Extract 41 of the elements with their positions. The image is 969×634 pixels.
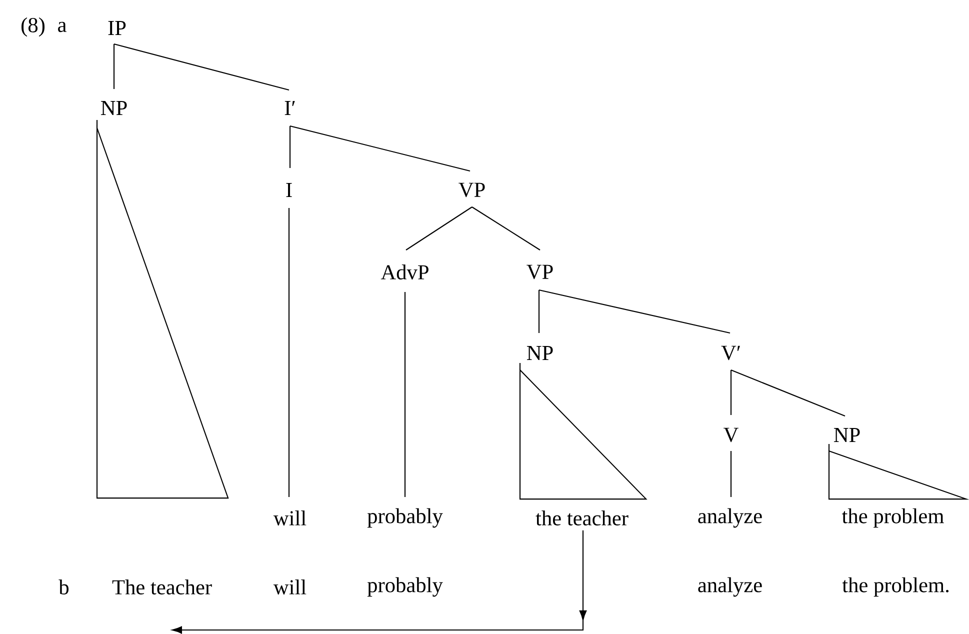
tree-label: will [273, 579, 306, 594]
tree-label: AdvP [380, 264, 428, 280]
branch-line [404, 292, 406, 497]
branch-line [828, 444, 830, 451]
tree-label: analyze [698, 577, 762, 597]
branch-line [113, 44, 115, 89]
tree-label: NP [100, 101, 127, 115]
branch-line [96, 120, 98, 128]
tree-label: probably [367, 508, 443, 528]
branch-line [288, 208, 290, 497]
example-label: a [58, 22, 66, 32]
tree-label: the problem. [842, 577, 949, 597]
branch-line [406, 206, 472, 250]
example-label: b [58, 579, 69, 594]
tree-label: I [286, 183, 292, 197]
tree-label: the teacher [536, 510, 628, 526]
tree-label: NP [834, 428, 860, 442]
tree-label: the problem [842, 508, 944, 528]
branch-line [730, 370, 732, 415]
tree-label: V′ [721, 346, 740, 360]
branch-line [114, 43, 290, 91]
branch-line [730, 451, 732, 497]
branch-line [290, 125, 470, 172]
example-label: (8) [22, 17, 44, 37]
arrow [172, 530, 587, 634]
tree-label: analyze [698, 508, 762, 528]
tree-label: VP [458, 182, 485, 198]
tree-label: V [724, 428, 738, 442]
tree-label: IP [108, 21, 126, 35]
branch-line [730, 370, 846, 416]
tree-label: probably [367, 577, 443, 597]
tree-label: NP [526, 346, 553, 360]
branch-line [538, 290, 540, 333]
branch-line [472, 206, 540, 250]
tree-label: VP [526, 264, 553, 280]
tree-label: The teacher [112, 579, 212, 594]
tree-label: will [273, 510, 306, 526]
tree-label: I′ [284, 101, 295, 115]
branch-line [289, 126, 291, 168]
branch-line [519, 363, 521, 370]
branch-line [538, 289, 730, 334]
